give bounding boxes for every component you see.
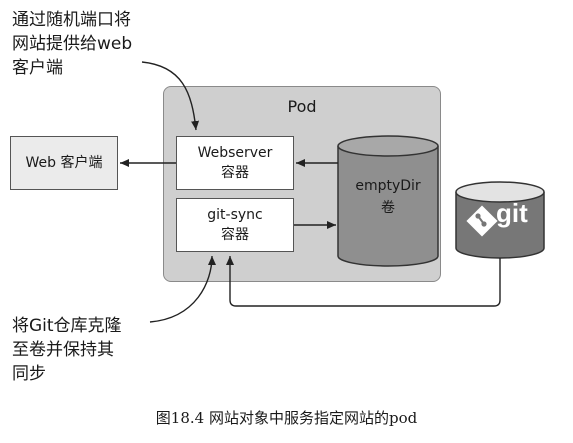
emptydir-volume-label: emptyDir 卷 — [355, 178, 421, 216]
arrow-git-to-gitsync — [226, 256, 501, 307]
annotation-serve-web: 通过随机端口将 网站提供给web 客户端 — [12, 10, 133, 78]
pod-label: Pod — [287, 97, 317, 116]
webserver-container-box: Webserver 容器 — [176, 136, 294, 190]
git-logo-icon — [466, 205, 498, 237]
annotation-clone-git: 将Git仓库克隆 至卷并保持其 同步 — [12, 316, 122, 384]
annotation-pointer-bottom — [149, 255, 216, 323]
figure-caption: 图18.4 网站对象中服务指定网站的pod — [155, 409, 418, 427]
emptydir-volume-cylinder — [337, 135, 439, 267]
web-client-box: Web 客户端 — [10, 136, 118, 190]
git-sync-container-box: git-sync 容器 — [176, 198, 294, 252]
git-logo-text: git — [496, 198, 528, 228]
annotation-pointer-top — [141, 61, 200, 131]
